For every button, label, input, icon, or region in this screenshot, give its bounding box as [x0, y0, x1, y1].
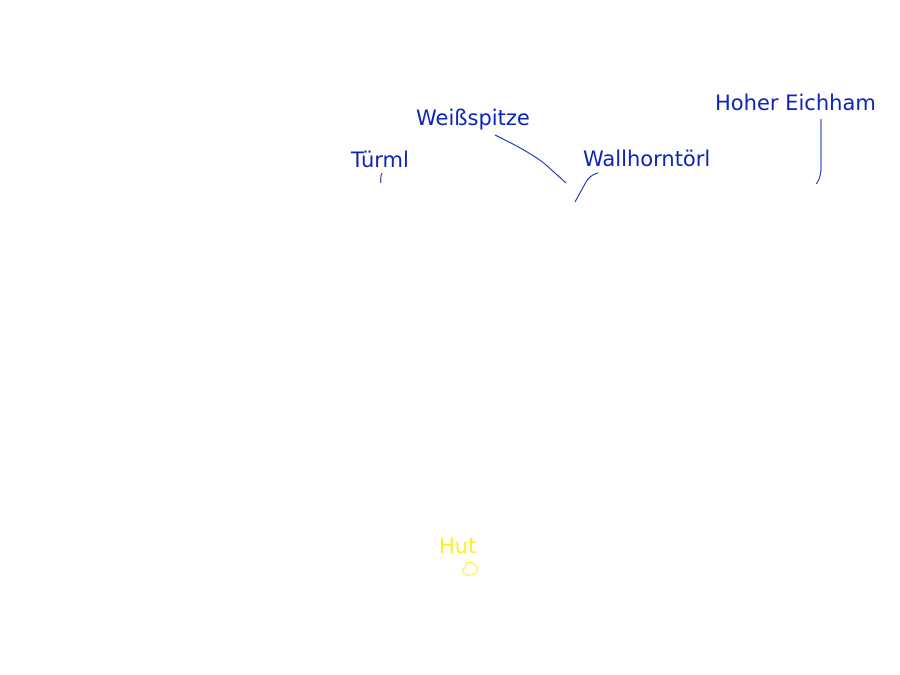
leader-line-weissspitze [494, 134, 567, 184]
leader-line-turml [380, 172, 383, 184]
peak-label-weissspitze: Weißspitze [416, 106, 530, 130]
peak-label-hoher-eichham: Hoher Eichham [715, 91, 876, 115]
leader-line-hoher-eichham [815, 119, 822, 185]
peak-label-wallhorntorl: Wallhorntörl [583, 147, 711, 171]
leader-line-wallhorntorl [574, 172, 599, 203]
hut-label: Hut [439, 534, 477, 558]
peak-label-turml: Türml [351, 148, 409, 172]
hut-icon [462, 561, 478, 576]
